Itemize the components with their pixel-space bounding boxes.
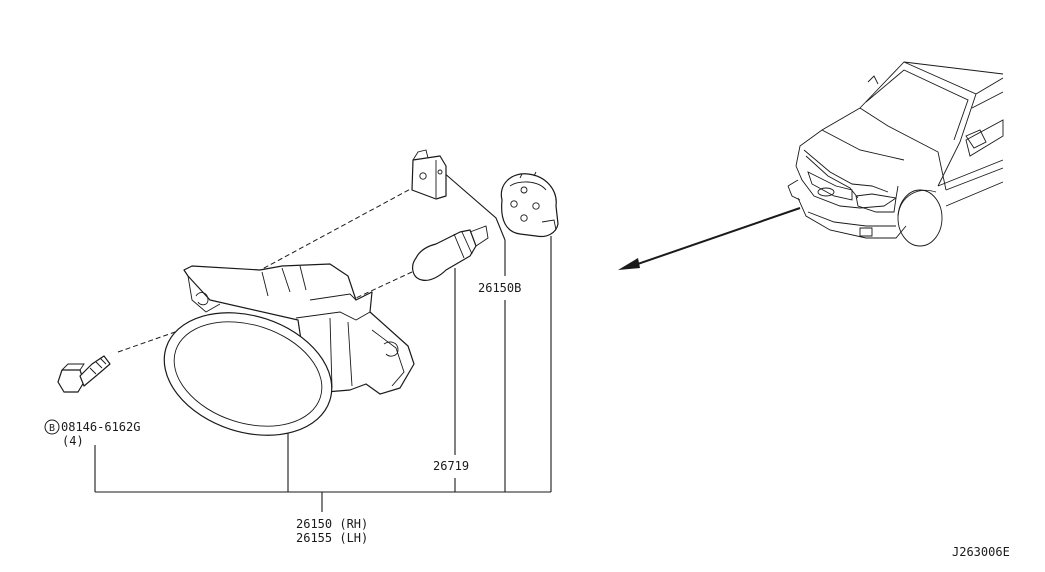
bolt-marker-label: B bbox=[49, 423, 55, 434]
fog-lamp-rh-part-number: 26150 (RH) bbox=[296, 517, 368, 531]
fog-lamp-lh-part-number: 26155 (LH) bbox=[296, 531, 368, 545]
bolt-part-number: 08146-6162G bbox=[61, 420, 140, 434]
bolt-callout: B 08146-6162G (4) bbox=[44, 419, 140, 448]
bulb-socket-part bbox=[500, 171, 559, 238]
bolt-quantity: (4) bbox=[62, 434, 84, 448]
diagram-id: J263006E bbox=[952, 545, 1010, 559]
clip-nut-part bbox=[411, 149, 447, 200]
bulb-socket-part-number: 26150B bbox=[478, 281, 521, 295]
bulb-part-number: 26719 bbox=[433, 459, 469, 473]
leader-lines bbox=[94, 171, 552, 512]
location-arrow bbox=[618, 207, 801, 270]
bolt-part bbox=[57, 355, 111, 393]
vehicle-illustration bbox=[787, 61, 1004, 247]
bulb-part bbox=[412, 225, 489, 281]
fog-lamp-housing-part bbox=[163, 263, 415, 436]
